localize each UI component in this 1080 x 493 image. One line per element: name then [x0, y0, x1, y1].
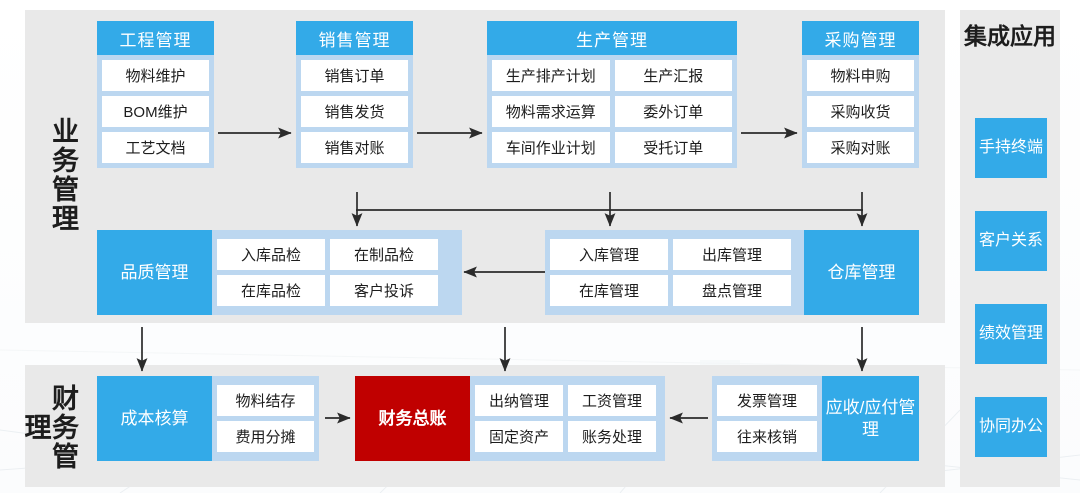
item-material-requisition[interactable]: 物料申购: [807, 60, 914, 91]
item-outbound-management[interactable]: 出库管理: [673, 239, 791, 270]
item-accounting-processing[interactable]: 账务处理: [568, 421, 656, 452]
item-purchase-reconciliation[interactable]: 采购对账: [807, 132, 914, 163]
finance-section-label: 财务管理: [20, 383, 78, 471]
card-general-ledger-title: 财务总账: [355, 376, 470, 461]
item-expense-allocation[interactable]: 费用分摊: [217, 421, 314, 452]
item-payroll-management[interactable]: 工资管理: [568, 385, 656, 416]
card-cost-accounting-title: 成本核算: [97, 376, 212, 461]
card-production-items: 生产排产计划 生产汇报 物料需求运算 委外订单 车间作业计划 受托订单: [487, 55, 737, 168]
integration-tile-handheld[interactable]: 手持终端: [975, 118, 1047, 178]
card-purchase-items: 物料申购 采购收货 采购对账: [802, 55, 919, 168]
item-sales-order[interactable]: 销售订单: [301, 60, 408, 91]
item-fixed-assets[interactable]: 固定资产: [475, 421, 563, 452]
card-engineering-title: 工程管理: [97, 21, 214, 55]
item-inbound-management[interactable]: 入库管理: [550, 239, 668, 270]
business-section-label: 业务管理: [48, 117, 78, 233]
integration-tile-oa[interactable]: 协同办公: [975, 397, 1047, 457]
item-material-maintenance[interactable]: 物料维护: [102, 60, 209, 91]
card-engineering[interactable]: 工程管理 物料维护 BOM维护 工艺文档: [97, 21, 214, 168]
item-stock-inspection[interactable]: 在库品检: [217, 275, 325, 306]
item-wip-inspection[interactable]: 在制品检: [330, 239, 438, 270]
item-material-balance[interactable]: 物料结存: [217, 385, 314, 416]
card-general-ledger-items: 出纳管理 工资管理 固定资产 账务处理: [470, 376, 665, 461]
card-receivable-payable-items: 发票管理 往来核销: [712, 376, 822, 461]
item-stock-management[interactable]: 在库管理: [550, 275, 668, 306]
card-warehouse-title: 仓库管理: [804, 230, 919, 315]
integration-tile-crm[interactable]: 客户关系: [975, 211, 1047, 271]
item-production-report[interactable]: 生产汇报: [614, 60, 732, 91]
item-settlement-writeoff[interactable]: 往来核销: [717, 421, 817, 452]
item-sales-delivery[interactable]: 销售发货: [301, 96, 408, 127]
card-sales-title: 销售管理: [296, 21, 413, 55]
card-sales[interactable]: 销售管理 销售订单 销售发货 销售对账: [296, 21, 413, 168]
card-warehouse-items: 入库管理 出库管理 在库管理 盘点管理: [545, 230, 804, 315]
item-sales-reconciliation[interactable]: 销售对账: [301, 132, 408, 163]
card-purchase[interactable]: 采购管理 物料申购 采购收货 采购对账: [802, 21, 919, 168]
integration-title: 集成应用: [964, 23, 1056, 49]
card-cost-accounting-items: 物料结存 费用分摊: [212, 376, 319, 461]
integration-tile-performance[interactable]: 绩效管理: [975, 304, 1047, 364]
card-sales-items: 销售订单 销售发货 销售对账: [296, 55, 413, 168]
card-warehouse[interactable]: 入库管理 出库管理 在库管理 盘点管理 仓库管理: [545, 230, 919, 315]
item-customer-complaint[interactable]: 客户投诉: [330, 275, 438, 306]
item-mrp[interactable]: 物料需求运算: [492, 96, 610, 127]
card-production-title: 生产管理: [487, 21, 737, 55]
item-bom-maintenance[interactable]: BOM维护: [102, 96, 209, 127]
card-production[interactable]: 生产管理 生产排产计划 生产汇报 物料需求运算 委外订单 车间作业计划 受托订单: [487, 21, 737, 168]
item-cashier-management[interactable]: 出纳管理: [475, 385, 563, 416]
card-receivable-payable[interactable]: 发票管理 往来核销 应收/应付管理: [712, 376, 919, 461]
card-receivable-payable-title: 应收/应付管理: [822, 376, 919, 461]
card-quality-title: 品质管理: [97, 230, 212, 315]
card-engineering-items: 物料维护 BOM维护 工艺文档: [97, 55, 214, 168]
item-entrusted-order[interactable]: 受托订单: [614, 132, 732, 163]
item-outsourcing-order[interactable]: 委外订单: [614, 96, 732, 127]
item-purchase-receipt[interactable]: 采购收货: [807, 96, 914, 127]
item-inbound-inspection[interactable]: 入库品检: [217, 239, 325, 270]
item-workshop-plan[interactable]: 车间作业计划: [492, 132, 610, 163]
card-cost-accounting[interactable]: 成本核算 物料结存 费用分摊: [97, 376, 319, 461]
item-invoice-management[interactable]: 发票管理: [717, 385, 817, 416]
card-quality[interactable]: 品质管理 入库品检 在制品检 在库品检 客户投诉: [97, 230, 462, 315]
card-general-ledger[interactable]: 财务总账 出纳管理 工资管理 固定资产 账务处理: [355, 376, 665, 461]
item-stocktaking-management[interactable]: 盘点管理: [673, 275, 791, 306]
card-purchase-title: 采购管理: [802, 21, 919, 55]
item-process-document[interactable]: 工艺文档: [102, 132, 209, 163]
item-production-schedule[interactable]: 生产排产计划: [492, 60, 610, 91]
card-quality-items: 入库品检 在制品检 在库品检 客户投诉: [212, 230, 462, 315]
